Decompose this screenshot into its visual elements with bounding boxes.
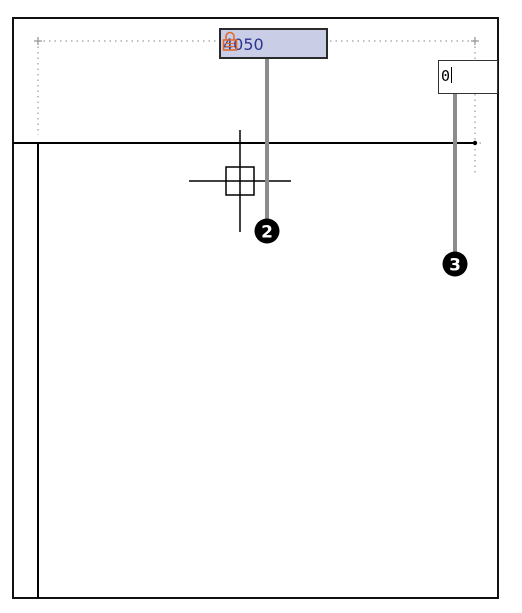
callout-badge-3: 3 [442, 251, 468, 277]
viewport-frame [12, 17, 499, 599]
crosshair-cursor [189, 130, 291, 232]
text-caret [451, 67, 452, 83]
svg-text:3: 3 [449, 256, 461, 276]
line-endpoint[interactable] [472, 140, 478, 146]
dimension-grips [34, 37, 479, 45]
callout-badge-2: 2 [254, 218, 280, 244]
lock-icon[interactable] [221, 30, 239, 52]
angle-input[interactable]: 0 [438, 60, 498, 94]
angle-value[interactable]: 0 [441, 67, 451, 85]
svg-text:2: 2 [261, 223, 273, 243]
dimension-length-input[interactable]: 4050 [219, 28, 328, 59]
